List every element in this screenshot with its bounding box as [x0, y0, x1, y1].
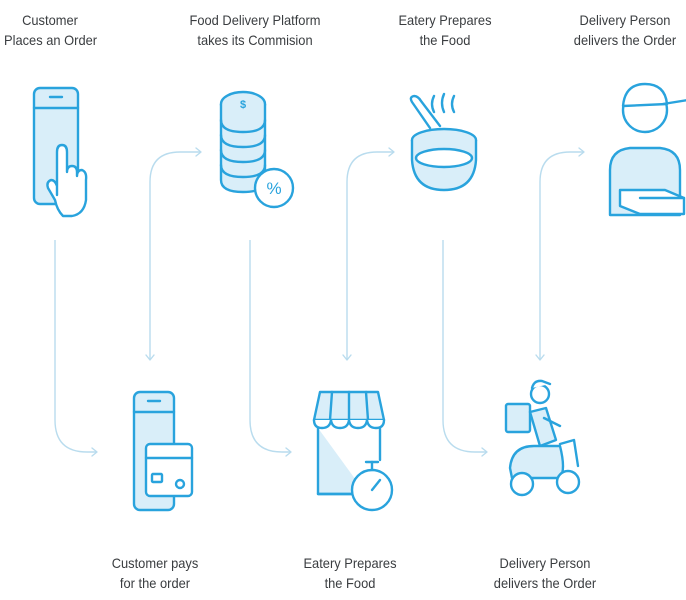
phone-card-payment-icon — [134, 392, 192, 510]
svg-text:%: % — [266, 179, 281, 198]
frying-pan-icon — [411, 94, 476, 190]
storefront-timer-icon — [314, 392, 392, 510]
delivery-person-box-icon — [610, 84, 686, 215]
connector-eatery-to-delivery — [443, 240, 486, 452]
delivery-scooter-icon — [506, 381, 579, 495]
coin-stack-percent-icon: $ % — [221, 92, 293, 207]
connector-to-eatery-top — [347, 152, 393, 360]
connector-to-delivery-top — [540, 152, 583, 360]
connector-platform-to-eatery — [250, 240, 290, 452]
svg-text:$: $ — [240, 99, 246, 111]
connector-order-to-platform — [150, 152, 200, 360]
connector-order-to-pays — [55, 240, 96, 452]
smartphone-tap-icon — [34, 88, 86, 216]
